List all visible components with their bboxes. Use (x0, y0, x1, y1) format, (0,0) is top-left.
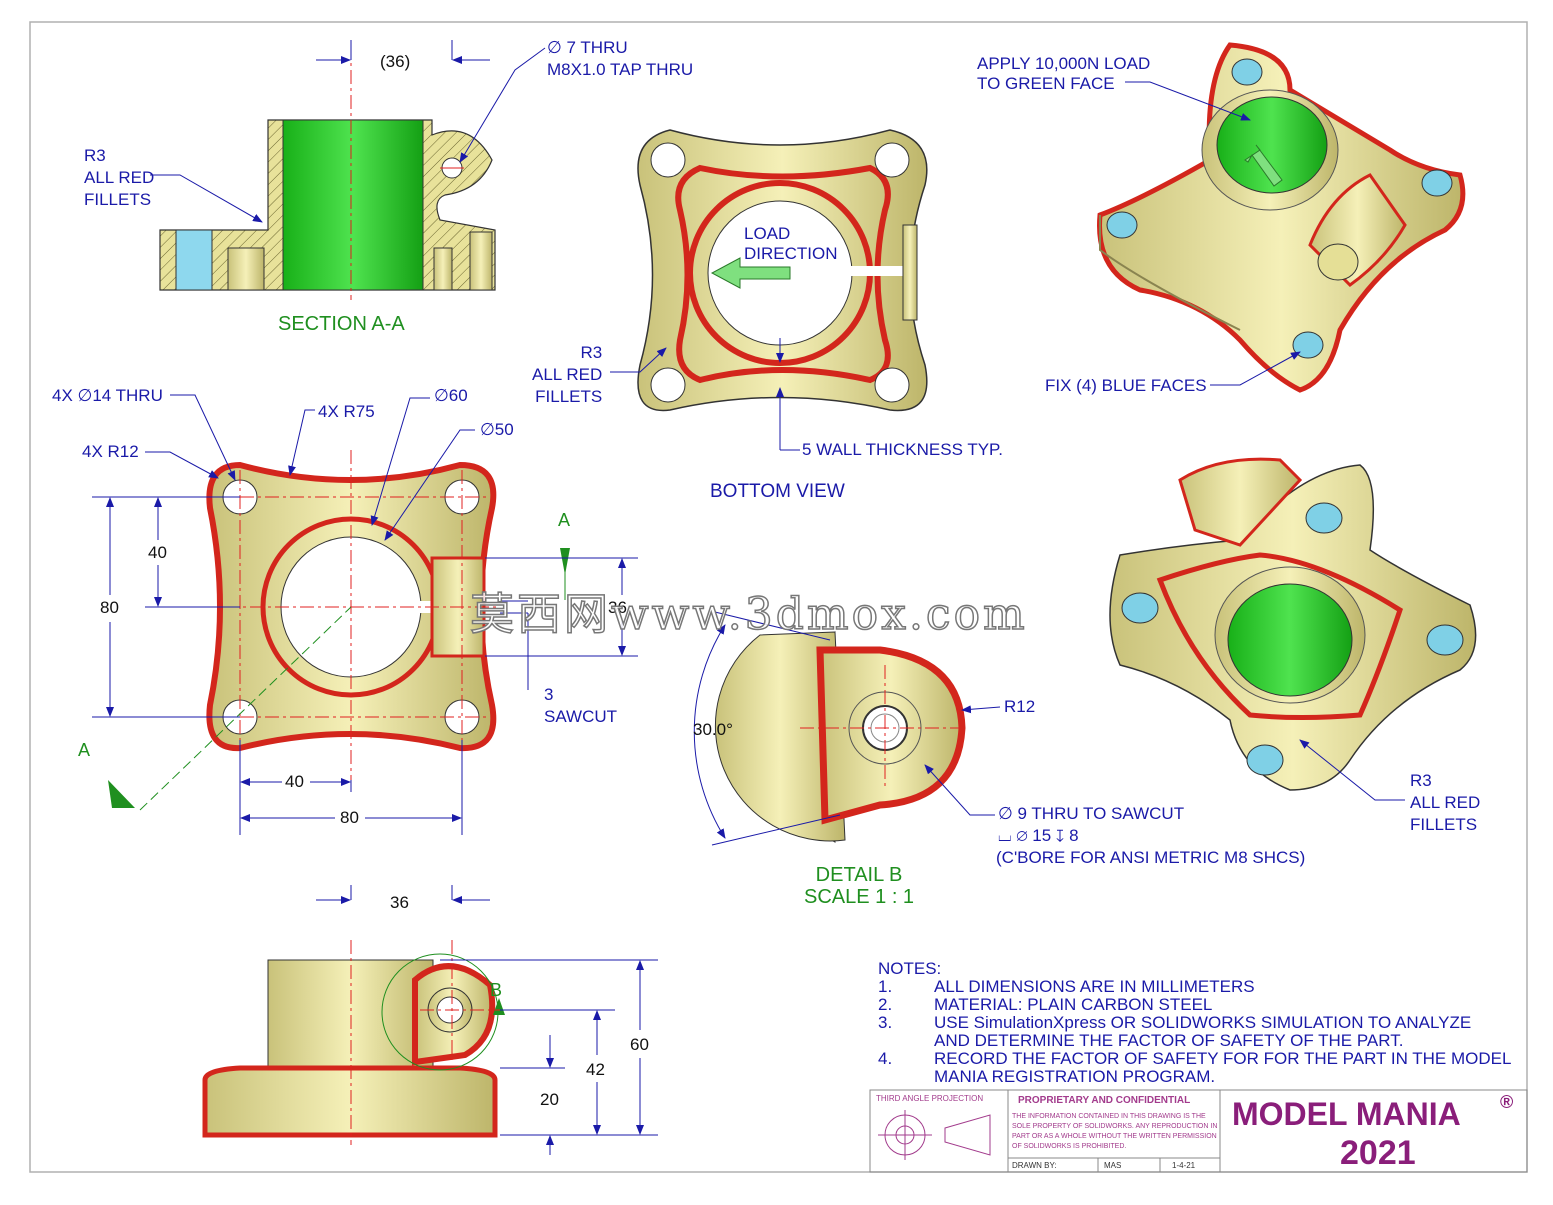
brand-title: MODEL MANIA (1232, 1096, 1461, 1132)
detail-b-view (693, 611, 1001, 846)
front-dim-60: 60 (630, 1035, 649, 1054)
d50-note: ∅50 (480, 420, 514, 439)
front-view (202, 885, 658, 1155)
note-item: 3.USE SimulationXpress OR SOLIDWORKS SIM… (878, 1013, 1472, 1050)
note-item: 1.ALL DIMENSIONS ARE IN MILLIMETERS (878, 977, 1255, 996)
fix-faces-note: FIX (4) BLUE FACES (1045, 376, 1207, 395)
dim-40-vertical: 40 (148, 543, 167, 562)
section-arrow-letter-bottom: A (78, 740, 91, 760)
brand-year: 2021 (1340, 1134, 1416, 1172)
front-dim-36: 36 (390, 893, 409, 912)
watermark-text: 莫西网www.3dmox.com (469, 588, 1028, 641)
r12-note: 4X R12 (82, 442, 139, 461)
holes-note: 4X ∅14 THRU (52, 386, 163, 405)
detail-b-title: DETAIL B SCALE 1 : 1 (804, 864, 915, 908)
load-note: APPLY 10,000N LOAD TO GREEN FACE (977, 54, 1151, 93)
iso-fillet-note: R3 ALL RED FILLETS (1410, 771, 1481, 834)
iso-view-top (1097, 42, 1466, 393)
cbore-note-3: (C'BORE FOR ANSI METRIC M8 SHCS) (996, 848, 1306, 867)
brand-registered: ® (1500, 1092, 1514, 1112)
sheet-border (29, 21, 1528, 1173)
cbore-note-2: ⌴ ∅ 15 ↧ 8 (998, 826, 1079, 845)
drawing-date: 1-4-21 (1172, 1161, 1196, 1170)
bottom-view (610, 129, 928, 451)
section-dim-36: (36) (380, 52, 411, 71)
front-dim-20: 20 (540, 1090, 559, 1109)
wall-thickness-note: 5 WALL THICKNESS TYP. (802, 440, 1003, 459)
drawn-by-label: DRAWN BY: (1012, 1161, 1057, 1170)
dim-80-vertical: 80 (100, 598, 119, 617)
projection-label: THIRD ANGLE PROJECTION (876, 1094, 984, 1103)
section-view (150, 40, 546, 300)
bottom-view-title: BOTTOM VIEW (710, 481, 845, 502)
section-hole-note-1: ∅ 7 THRU (547, 38, 628, 57)
section-hole-note-2: M8X1.0 TAP THRU (547, 60, 694, 79)
top-view (92, 394, 638, 835)
section-arrow-letter-top: A (558, 510, 571, 530)
title-block (869, 1089, 1528, 1173)
r75-note: 4X R75 (318, 402, 375, 421)
legal-text: THE INFORMATION CONTAINED IN THIS DRAWIN… (1012, 1113, 1218, 1150)
dim-80-horizontal: 80 (340, 808, 359, 827)
detail-b-letter: B (490, 980, 503, 1000)
section-view-title: SECTION A-A (278, 313, 405, 335)
notes-block: NOTES: 1.ALL DIMENSIONS ARE IN MILLIMETE… (878, 960, 1511, 1086)
iso-view-bottom (1109, 457, 1477, 801)
notes-header: NOTES: (878, 959, 942, 978)
dim-36-right: 36 (608, 598, 627, 617)
load-direction-label: LOAD DIRECTION (744, 224, 838, 263)
bottom-fillet-note: R3 ALL RED FILLETS (532, 343, 603, 406)
drawn-by-value: MAS (1104, 1161, 1122, 1170)
d60-note: ∅60 (434, 386, 468, 405)
front-dim-42: 42 (586, 1060, 605, 1079)
note-item: 4.RECORD THE FACTOR OF SAFETY FOR FOR TH… (878, 1049, 1512, 1086)
dim-40-horizontal: 40 (285, 772, 304, 791)
proprietary-label: PROPRIETARY AND CONFIDENTIAL (1018, 1095, 1191, 1106)
cbore-note-1: ∅ 9 THRU TO SAWCUT (998, 804, 1185, 823)
section-fillet-note: R3 ALL RED FILLETS (84, 146, 155, 209)
note-item: 2.MATERIAL: PLAIN CARBON STEEL (878, 995, 1213, 1014)
angle-dim: 30.0° (693, 720, 733, 739)
sawcut-note: 3 SAWCUT (544, 685, 618, 726)
detail-r12: R12 (1004, 697, 1036, 716)
